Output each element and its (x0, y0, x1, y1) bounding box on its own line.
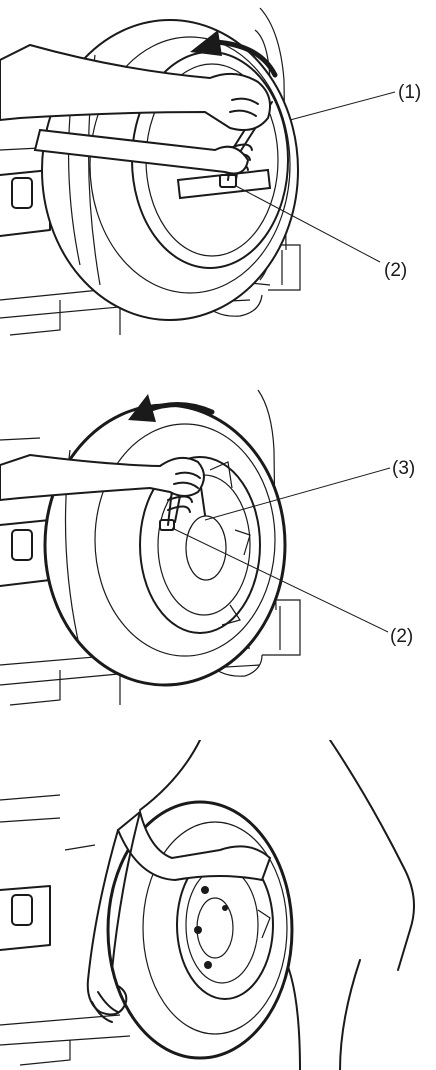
leader-line-3 (204, 467, 391, 521)
leader-line-1 (289, 91, 396, 121)
rotation-arrow-icon (128, 394, 215, 422)
callout-label-2: (2) (384, 260, 407, 281)
step-2-illustration: (3) (2) (0, 389, 415, 706)
person-arms (86, 810, 272, 1023)
rotation-arrow-icon (190, 30, 278, 78)
step-3-illustration (0, 740, 415, 1070)
callout-label-3: (3) (392, 458, 415, 479)
leader-line-2 (171, 527, 389, 633)
operator-arm (0, 43, 271, 175)
step-2-panel: (3) (2) (0, 370, 436, 715)
step-1-panel: (1) (2) (0, 0, 436, 345)
callout-label-2: (2) (390, 626, 413, 647)
callout-label-1: (1) (398, 82, 421, 103)
operator-arm (0, 453, 205, 502)
leader-line-2 (235, 185, 381, 263)
vehicle-rear-body (0, 794, 131, 1066)
step-1-illustration: (1) (2) (0, 7, 421, 336)
step-3-panel (0, 740, 436, 1070)
